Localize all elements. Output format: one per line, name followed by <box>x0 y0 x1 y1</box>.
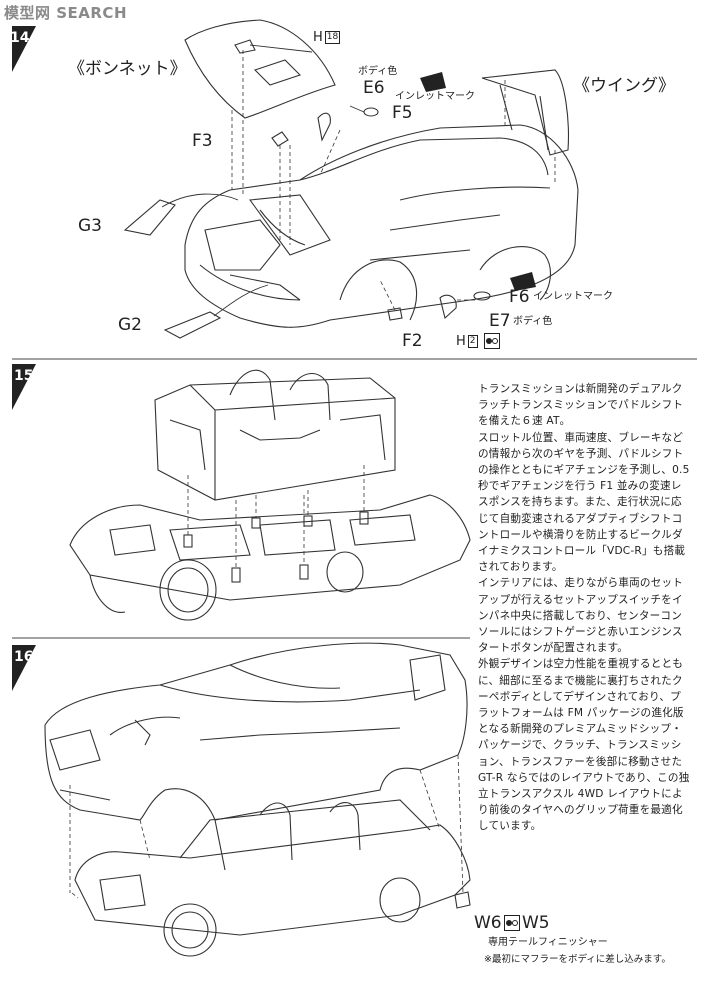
h18-letter: H <box>313 30 323 45</box>
body-color-label-e7: ボディ色 <box>513 316 553 327</box>
e7-part <box>439 294 457 320</box>
paint-dot <box>506 920 512 926</box>
e6-part <box>317 112 331 142</box>
f2-label: F2 <box>402 331 423 351</box>
watermark: 模型网 SEARCH <box>4 4 127 22</box>
step-badge-triangle <box>12 645 36 691</box>
inlet-mark-upper <box>420 72 446 92</box>
h18-number: 18 <box>324 31 341 44</box>
f5-part <box>363 107 379 117</box>
paint-dot <box>492 338 498 344</box>
step-badge-triangle <box>12 26 36 72</box>
inlet-mark-lower <box>510 272 536 291</box>
w6-w5-part <box>454 891 471 909</box>
wing-label: 《ウイング》 <box>573 76 675 96</box>
step-number: 16 <box>14 649 34 665</box>
g3-label: G3 <box>78 216 102 236</box>
paint-dot <box>486 338 492 344</box>
gtr-description: トランスミッションは新開発のデュアルクラッチトランスミッションでパドルシフトを備… <box>478 383 690 833</box>
f6-label: F6 <box>509 287 530 307</box>
bonnet-part <box>184 19 336 119</box>
wing-part <box>481 69 569 156</box>
g3-part <box>123 199 176 236</box>
e7-label: E7 <box>489 311 511 331</box>
tail-finisher-label: 専用テールフィニッシャー <box>488 937 608 948</box>
e6-label: E6 <box>363 78 385 98</box>
inlet-mark-label-upper: インレットマーク <box>395 91 475 102</box>
f5-label: F5 <box>392 103 413 123</box>
w6-label: W6 <box>474 913 502 933</box>
w5-label: W5 <box>522 913 550 933</box>
g2-part <box>163 311 222 339</box>
h2-letter: H <box>456 334 466 349</box>
body-color-label-e6: ボディ色 <box>358 66 398 77</box>
step15-drawing <box>69 369 471 621</box>
g2-label: G2 <box>118 315 142 335</box>
muffler-note: ※最初にマフラーをボディに差し込みます。 <box>484 954 671 965</box>
inlet-mark-label-lower: インレットマーク <box>533 291 613 302</box>
f2-part <box>387 307 403 321</box>
paint-mix-icon <box>484 333 500 349</box>
f6-part <box>473 291 491 301</box>
f3-label: F3 <box>192 131 213 151</box>
step-badge-triangle <box>12 364 36 410</box>
h2-number: 2 <box>467 335 478 348</box>
f3-part <box>271 131 289 147</box>
step-number: 14 <box>10 30 30 46</box>
paint-dot <box>512 920 518 926</box>
bonnet-label: 《ボンネット》 <box>68 59 187 79</box>
paint-mix-icon <box>504 915 520 931</box>
step-number: 15 <box>14 368 34 384</box>
step16-drawing <box>44 642 471 957</box>
